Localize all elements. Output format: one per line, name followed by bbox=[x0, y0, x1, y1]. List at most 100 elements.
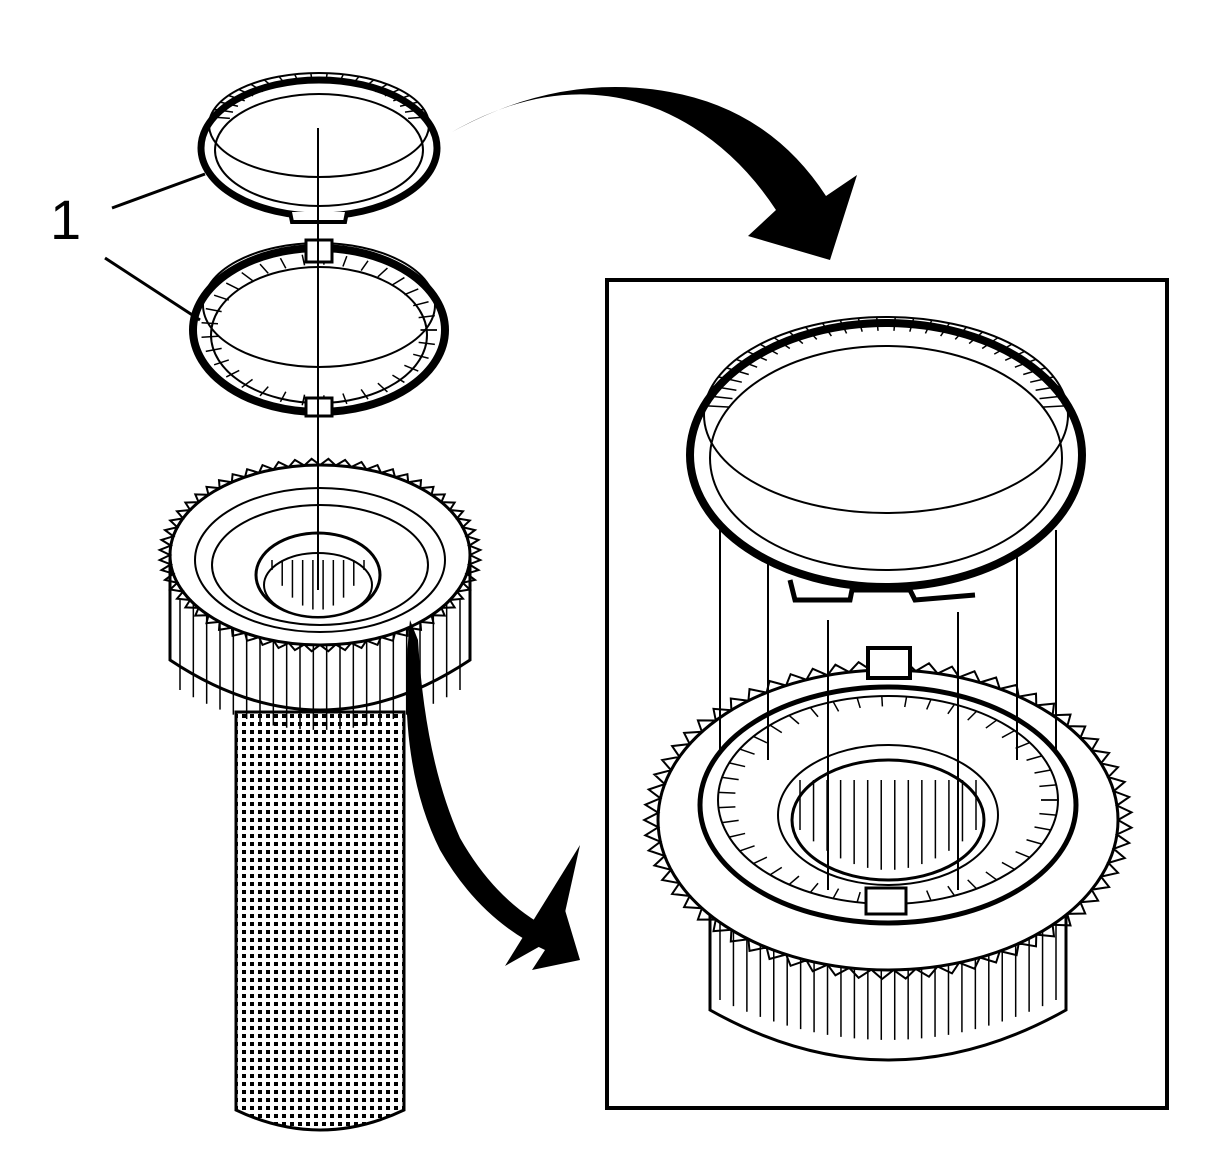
ring-tooth bbox=[205, 347, 222, 353]
ring-tooth bbox=[909, 317, 915, 332]
ring-tooth bbox=[360, 389, 369, 400]
ring-tooth bbox=[947, 885, 956, 897]
ring-tooth bbox=[739, 748, 755, 755]
ring-tooth bbox=[924, 319, 933, 334]
ring-tooth bbox=[1039, 395, 1065, 400]
ring-tooth bbox=[399, 101, 418, 108]
ring-tooth bbox=[210, 116, 230, 120]
ring-tooth bbox=[1030, 376, 1054, 383]
ring-tooth bbox=[1001, 729, 1015, 739]
ring-tooth bbox=[832, 888, 840, 899]
ring-tooth bbox=[981, 337, 999, 350]
ring-tooth bbox=[393, 94, 410, 102]
ring-tooth bbox=[985, 871, 998, 881]
ring-tooth bbox=[338, 73, 345, 84]
ring-tooth bbox=[718, 806, 736, 809]
ring-tooth bbox=[418, 314, 435, 319]
ring-tooth bbox=[301, 254, 306, 266]
ring-tooth bbox=[392, 276, 405, 286]
ring-tooth bbox=[711, 385, 737, 392]
ring-tooth bbox=[926, 699, 932, 710]
ring-tooth bbox=[903, 696, 908, 708]
ring-tooth bbox=[351, 76, 360, 86]
ring-tooth bbox=[893, 317, 897, 331]
inset-upper-ring bbox=[686, 316, 1086, 603]
splined-shaft bbox=[234, 710, 406, 1132]
gear-teeth bbox=[157, 457, 483, 653]
curved-arrow-side bbox=[406, 620, 580, 970]
ring-tooth bbox=[821, 322, 833, 337]
ring-tooth bbox=[968, 331, 984, 345]
ring-tooth bbox=[857, 317, 863, 332]
ring-tooth bbox=[729, 762, 746, 768]
inset-gear-hub bbox=[642, 646, 1134, 1062]
ring-tooth bbox=[718, 376, 742, 383]
ring-tooth bbox=[205, 307, 222, 313]
ring-tooth bbox=[310, 73, 314, 83]
ring-tooth bbox=[1035, 385, 1061, 392]
ring-tooth bbox=[1014, 358, 1037, 368]
ring-tooth bbox=[279, 257, 287, 269]
ring-tooth bbox=[729, 832, 746, 838]
ring-tooth bbox=[1001, 861, 1015, 871]
ring-tooth bbox=[954, 326, 968, 340]
ring-tooth bbox=[721, 819, 739, 824]
callout-leader-lines bbox=[104, 172, 206, 322]
ring-tooth bbox=[404, 288, 419, 296]
curved-arrow-top bbox=[452, 87, 857, 260]
ring-tooth bbox=[250, 83, 264, 93]
ring-tooth bbox=[735, 358, 758, 368]
ring-tooth bbox=[259, 263, 269, 274]
ring-tooth bbox=[1039, 812, 1057, 816]
ring-tooth bbox=[413, 353, 429, 359]
ring-tooth bbox=[773, 337, 791, 350]
ring-tooth bbox=[753, 735, 768, 744]
ring-tooth bbox=[220, 101, 239, 108]
ring-tooth bbox=[301, 394, 306, 406]
ring-tooth bbox=[377, 382, 388, 393]
ring-tooth bbox=[721, 776, 739, 781]
ring-tooth bbox=[707, 395, 733, 400]
ring-tooth bbox=[259, 386, 269, 397]
ring-tooth bbox=[241, 271, 253, 282]
ring-tooth bbox=[1041, 405, 1068, 408]
ring-tooth bbox=[856, 891, 861, 903]
ring-tooth bbox=[809, 707, 819, 718]
ring-tooth bbox=[1039, 784, 1057, 788]
ring-tooth bbox=[1034, 769, 1051, 774]
ring-tooth bbox=[809, 882, 819, 893]
ring-tooth bbox=[324, 73, 328, 83]
ring-tooth bbox=[263, 79, 275, 89]
ring-tooth bbox=[788, 714, 800, 725]
ring-tooth bbox=[413, 301, 429, 307]
ring-tooth bbox=[225, 282, 240, 291]
ring-tooth bbox=[1023, 367, 1046, 376]
ring-tooth bbox=[881, 696, 884, 707]
gear-hub bbox=[157, 457, 483, 730]
ring-tooth bbox=[832, 701, 840, 712]
ring-tooth bbox=[408, 116, 428, 120]
ring-tooth bbox=[1034, 826, 1051, 831]
ring-tooth bbox=[753, 856, 768, 865]
ring-tooth bbox=[769, 866, 783, 876]
ring-tooth bbox=[342, 255, 348, 267]
ring-tooth bbox=[875, 317, 879, 331]
ring-tooth bbox=[228, 94, 245, 102]
ring-tooth bbox=[238, 88, 254, 97]
ring-tooth bbox=[377, 267, 388, 278]
ring-tooth bbox=[856, 697, 861, 709]
ring-tooth bbox=[739, 845, 755, 852]
ring-tooth bbox=[201, 322, 219, 325]
ring-tooth bbox=[993, 343, 1013, 355]
ring-tooth bbox=[213, 108, 234, 113]
ring-tooth bbox=[967, 710, 978, 721]
ring-tooth bbox=[926, 890, 932, 901]
ring-tooth bbox=[342, 393, 348, 405]
ring-tooth bbox=[1004, 350, 1025, 362]
ring-tooth bbox=[839, 319, 848, 334]
ring-tooth bbox=[967, 879, 978, 890]
ring-tooth bbox=[769, 724, 783, 734]
ring-tooth bbox=[804, 326, 818, 340]
ring-tooth bbox=[747, 350, 768, 362]
